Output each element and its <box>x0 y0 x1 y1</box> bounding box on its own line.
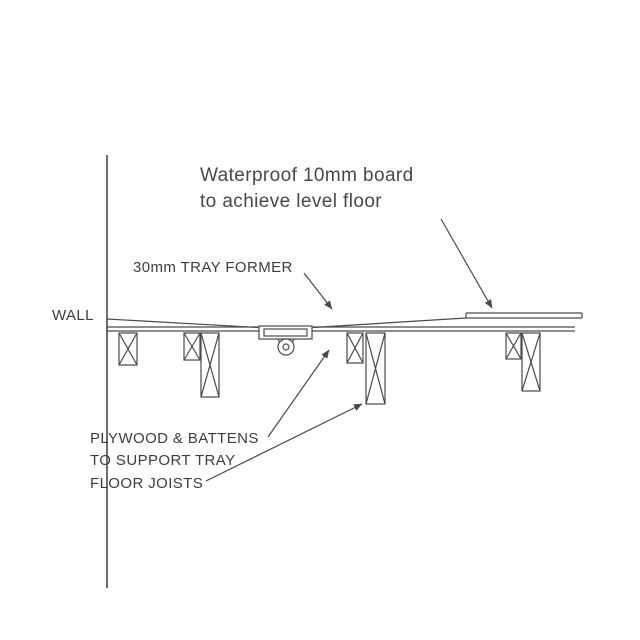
annotation-waterproof-board-line1: Waterproof 10mm board <box>200 165 414 186</box>
annotation-wall: WALL <box>52 307 94 324</box>
leader-lines <box>205 218 493 482</box>
leader-plywood <box>267 349 330 438</box>
annotation-floor-joists: FLOOR JOISTS <box>90 475 204 492</box>
joist <box>118 332 138 366</box>
joist <box>521 332 541 392</box>
leader-waterproof-board <box>440 218 493 309</box>
annotation-plywood: PLYWOOD & BATTENS TO SUPPORT TRAY <box>90 428 259 472</box>
joist <box>365 332 386 405</box>
annotation-plywood-line2: TO SUPPORT TRAY <box>90 452 236 469</box>
annotation-waterproof-board-line2: to achieve level floor <box>200 191 383 212</box>
waterproof-board <box>465 312 583 319</box>
annotation-tray-former: 30mm TRAY FORMER <box>133 259 293 276</box>
floor-deck <box>107 326 575 332</box>
annotation-waterproof-board: Waterproof 10mm board to achieve level f… <box>200 163 414 215</box>
annotation-plywood-line1: PLYWOOD & BATTENS <box>90 430 259 447</box>
floor-joists-group <box>118 332 541 405</box>
drain-trap <box>258 325 313 356</box>
leader-tray-former <box>303 272 333 310</box>
joist <box>183 332 201 361</box>
joist <box>200 332 220 398</box>
tray-former-line <box>106 317 467 329</box>
leader-floor-joists <box>205 403 363 482</box>
joist <box>346 332 364 364</box>
joist <box>505 332 522 360</box>
